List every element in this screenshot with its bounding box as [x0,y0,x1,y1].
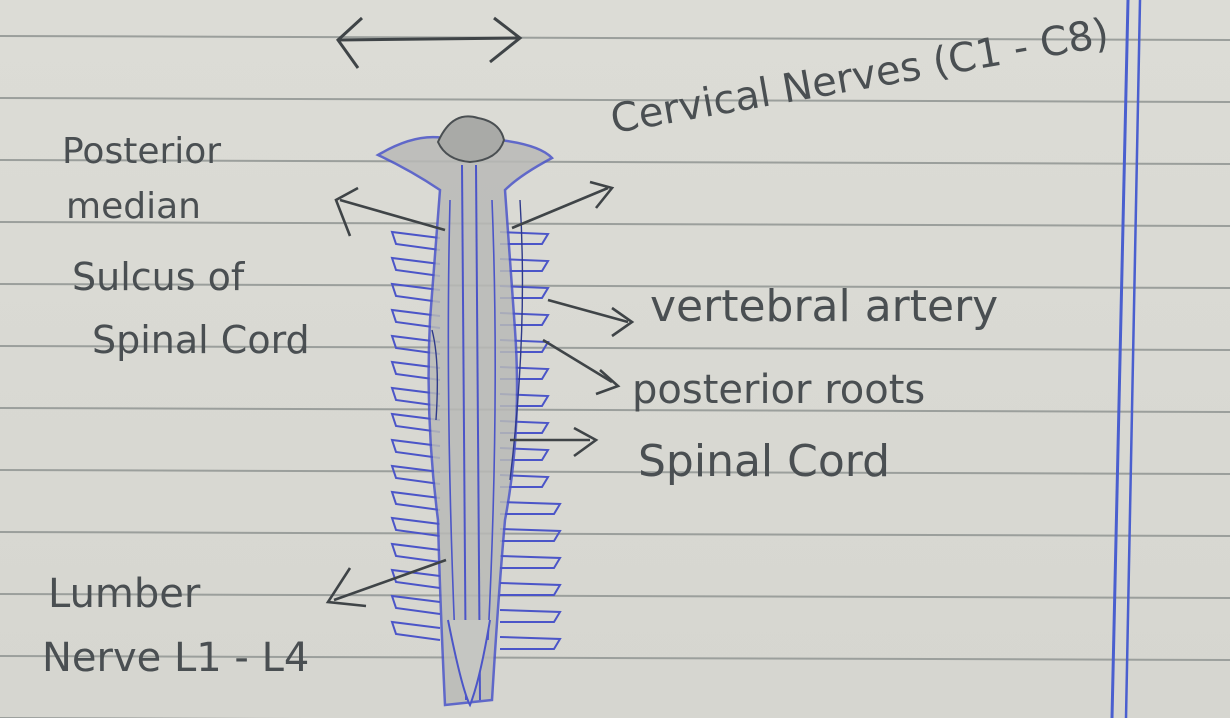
right-nerve-root [500,556,560,568]
left-nerve-root [392,622,440,640]
posterior-median-label-line2: median [66,185,201,229]
right-nerve-root [500,529,560,541]
ruled-line [0,532,1230,536]
lumbar-label-line2: Nerve L1 - L4 [42,636,309,680]
posterior-median-label-line4: Spinal Cord [92,318,310,362]
left-nerve-root [392,232,440,250]
posterior-roots-label: posterior roots [632,368,925,412]
ruled-line [0,408,1230,412]
posterior-median-label-line3: Sulcus of [72,255,244,299]
right-nerve-root [500,610,560,622]
left-nerve-root [392,492,440,510]
right-nerve-root [500,637,560,649]
right-nerve-root [500,583,560,595]
left-nerve-root [392,596,440,614]
ruled-line [0,470,1230,474]
lumbar-label-line1: Lumber [48,572,200,616]
vertebral-artery-label: vertebral artery [650,285,998,329]
spinal-cord-label: Spinal Cord [638,440,890,484]
left-nerve-root [392,544,440,562]
posterior-median-label-line1: Posterior [62,130,221,174]
margin-line [1112,0,1140,718]
left-nerve-root [392,570,440,588]
double-arrow-icon [338,18,520,68]
